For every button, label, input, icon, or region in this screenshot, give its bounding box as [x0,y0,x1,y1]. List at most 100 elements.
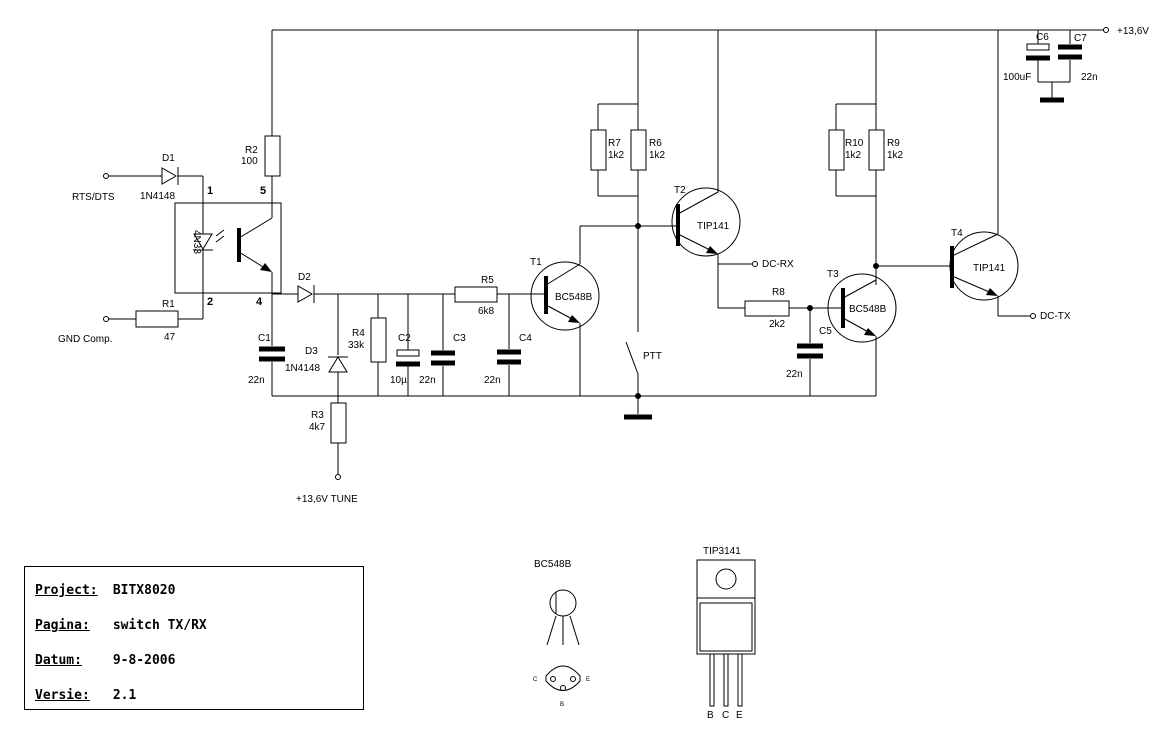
T4-stage: T4 TIP141 DC-TX [949,30,1071,322]
C5-ref: C5 [819,326,832,337]
D2: D2 [297,272,455,303]
tip-title: TIP3141 [703,546,741,557]
D3-value: 1N4148 [285,363,320,374]
tip-pin-c: C [722,710,729,721]
C1-ref: C1 [258,333,271,344]
R1-ref: R1 [162,299,175,310]
R7-ref: R7 [608,138,621,149]
opto-name: 4N33 [191,230,202,254]
T1-transistor [530,261,600,331]
bc548b-pin-b: B [560,702,564,708]
opto-pin1: 1 [207,185,213,197]
C2: C2 10µ [390,294,420,396]
opto-led [193,233,213,250]
to92-bottom-view [545,665,581,691]
to92-body [549,589,577,617]
C1-value: 22n [248,375,265,386]
R9-value: 1k2 [887,150,904,161]
C3-ref: C3 [453,333,466,344]
C4: C4 22n [484,294,532,396]
R6-resistor [630,129,647,171]
T4-value: TIP141 [973,263,1006,274]
project-label: Project: [35,583,98,598]
C6-capacitor [1026,43,1050,51]
ptt-switch [625,341,639,375]
R5-value: 6k8 [478,306,495,317]
tip-pin-b: B [707,710,714,721]
T2-ref: T2 [674,185,686,196]
gnd-input: R1 47 GND Comp. [58,250,204,345]
tune-terminal [335,474,341,480]
R7-resistor [590,129,607,171]
vcc-terminal [1103,27,1109,33]
R9-ref: R9 [887,138,900,149]
C2-value: 10µ [390,375,407,386]
C6-ref: C6 [1036,32,1049,43]
C5-value: 22n [786,369,803,380]
R5-ref: R5 [481,275,494,286]
dc-tx-terminal [1030,313,1036,319]
D2-ref: D2 [298,272,311,283]
optocoupler-4n33: 4N33 1 2 5 4 [174,185,282,308]
R1-value: 47 [164,332,176,343]
C6-value: 100uF [1003,72,1031,83]
R3-ref: R3 [311,410,324,421]
rts-label: RTS/DTS [72,192,115,203]
gnd-label: GND Comp. [58,334,112,345]
R2: R2 100 [241,30,281,203]
R2-value: 100 [241,156,258,167]
T2-stage: R7 1k2 R6 1k2 PTT T2 TIP141 DC-RX [580,30,794,396]
C7-value: 22n [1081,72,1098,83]
tip-pin-e: E [736,710,743,721]
R7-value: 1k2 [608,150,625,161]
T3-transistor [827,273,897,343]
T2-value: TIP141 [697,221,730,232]
R6-value: 1k2 [649,150,666,161]
R1-resistor [135,310,179,328]
R5: R5 6k8 [454,275,546,317]
C2-capacitor [396,349,420,357]
C7-ref: C7 [1074,33,1087,44]
T1-value: BC548B [555,292,593,303]
T4-ref: T4 [951,228,963,239]
dc-rx-label: DC-RX [762,259,794,270]
C2-ref: C2 [398,333,411,344]
T1: T1 BC548B [530,226,600,396]
decoupling: C6 100uF C7 22n [1003,30,1098,103]
D2-diode [297,285,314,303]
T2-transistor [671,187,741,257]
dc-tx-label: DC-TX [1040,311,1071,322]
dc-rx-terminal [752,261,758,267]
R2-ref: R2 [245,145,258,156]
opto-pin4: 4 [256,296,263,308]
supply-rail: +13,6V [272,26,1149,37]
R4-value: 33k [348,340,365,351]
R5-resistor [454,286,498,303]
page-row: Pagina: switch TX/RX [35,618,207,633]
rts-terminal [103,173,109,179]
opto-pin5: 5 [260,185,266,197]
T3-value: BC548B [849,304,887,315]
T1-ref: T1 [530,257,542,268]
R10-ref: R10 [845,138,864,149]
R8-resistor [744,300,790,317]
page-label: Pagina: [35,618,90,633]
date-label: Datum: [35,653,82,668]
page-value: switch TX/RX [112,618,207,633]
R9-resistor [868,129,885,171]
R4-ref: R4 [352,328,365,339]
rts-input: D1 1N4148 RTS/DTS [72,153,204,250]
C3-value: 22n [419,375,436,386]
ground-rail [272,393,876,420]
opto-pin2: 2 [207,296,213,308]
version-row: Versie: 2.1 [35,688,136,703]
ptt-label: PTT [643,351,662,362]
C4-ref: C4 [519,333,532,344]
D1-ref: D1 [162,153,175,164]
tip-package: TIP3141 B C E [696,546,756,721]
D3-ref: D3 [305,346,318,357]
bc548b-title: BC548B [534,559,572,570]
project-row: Project: BITX8020 [35,583,175,598]
date-value: 9-8-2006 [112,653,176,668]
